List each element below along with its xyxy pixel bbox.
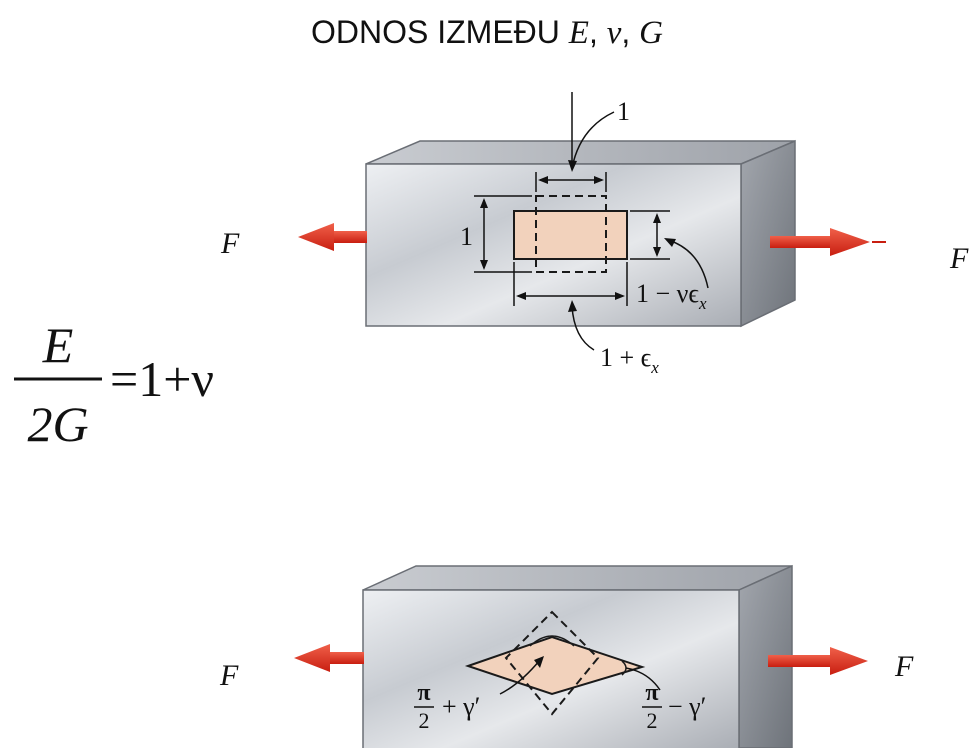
dim-left-label: 1 — [460, 222, 473, 251]
title-sep-1: , — [588, 14, 607, 50]
tension-block: F F 1 1 — [220, 92, 969, 377]
shear-block: F F π 2 + γ′ π 2 − γ′ — [219, 564, 914, 748]
tension-block-side-face — [740, 139, 796, 328]
angle-right-den: 2 — [647, 708, 658, 733]
angle-arc-top — [529, 635, 575, 647]
shear-force-label-left: F — [219, 659, 239, 692]
title-symbol-e: E — [568, 15, 589, 51]
formula: E 2G =1+ν — [14, 317, 214, 452]
angle-right-num: π — [645, 680, 658, 706]
title-sep-2: , — [621, 14, 640, 50]
dim-bottom-label: 1 + ϵx — [600, 343, 659, 377]
dim-right — [630, 210, 709, 289]
formula-rhs: =1+ν — [110, 351, 214, 407]
angle-leader-left-head — [534, 656, 544, 668]
page-title: ODNOS IZMEĐU E, ν, G — [0, 14, 974, 52]
left-force-arrow — [298, 223, 367, 251]
angle-right-label: π 2 − γ′ — [642, 680, 706, 733]
angle-left-rest: + γ′ — [442, 692, 480, 721]
dim-top-label: 1 — [617, 97, 630, 126]
tension-force-label-left: F — [220, 227, 240, 260]
right-force-arrow — [770, 228, 886, 256]
title-symbol-g: G — [639, 15, 663, 51]
shear-right-force-arrow — [768, 647, 868, 675]
angle-leader-right — [625, 667, 661, 691]
formula-denominator: 2G — [27, 396, 88, 452]
formula-numerator: E — [42, 317, 74, 373]
original-element — [535, 195, 607, 273]
angle-left-label: π 2 + γ′ — [414, 680, 480, 733]
deformed-element — [513, 210, 628, 260]
tension-force-label-right: F — [949, 242, 969, 275]
title-symbol-nu: ν — [606, 15, 622, 51]
dim-top — [535, 92, 615, 192]
angle-left-den: 2 — [419, 708, 430, 733]
shear-force-label-right: F — [894, 650, 914, 683]
shear-block-top-face — [362, 565, 793, 591]
dim-bottom — [513, 262, 628, 351]
dim-right-label: 1 − νϵx — [636, 279, 707, 313]
shear-left-force-arrow — [294, 644, 364, 672]
dim-left — [474, 195, 532, 273]
angle-left-num: π — [417, 680, 430, 706]
title-text: ODNOS IZMEĐU — [310, 14, 560, 50]
shear-original-element — [504, 610, 600, 716]
angle-leader-left — [499, 659, 541, 695]
angle-right-rest: − γ′ — [668, 692, 706, 721]
shear-deformed-element — [464, 635, 646, 696]
